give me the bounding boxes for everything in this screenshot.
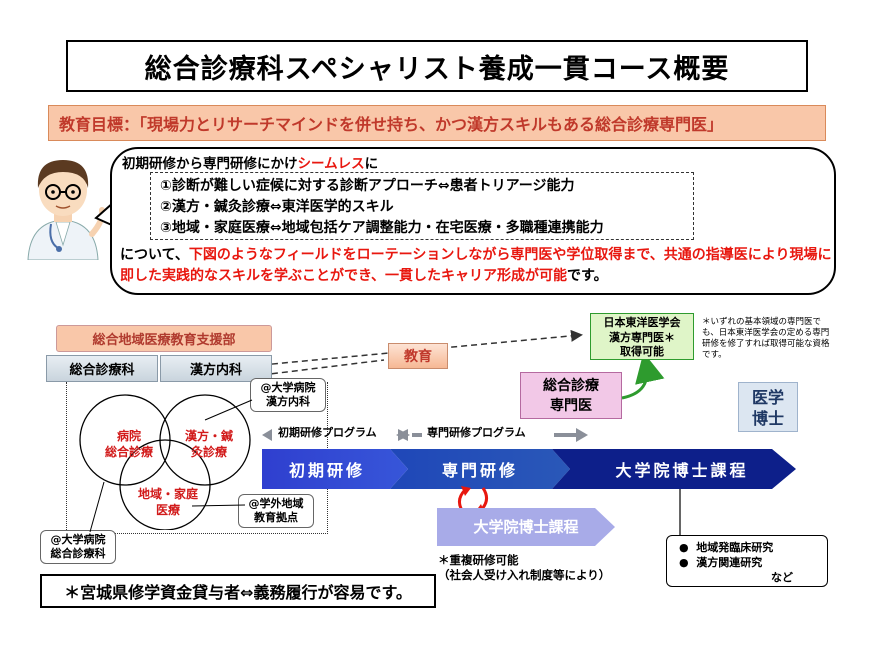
intro-suffix: に <box>364 156 379 172</box>
bubble-intro: 初期研修から専門研修にかけシームレスに <box>122 152 378 172</box>
dept-kampo-medicine: 漢方内科 <box>160 355 272 382</box>
flow-initial: 初期研修 <box>288 461 365 480</box>
circle-line: 総合診療 <box>104 445 153 459</box>
callout-line: @大学病院 <box>260 381 316 394</box>
flow-graduate: 大学院博士課程 <box>615 461 749 480</box>
kampo-footnote: ＊いずれの基本領域の専門医でも、日本東洋医学会の定める専門研修を修了すれば取得可… <box>702 317 830 360</box>
circle-line: 灸診療 <box>190 445 227 459</box>
bubble-paragraph: について、下図のようなフィールドをローテーションしながら専門医や学位取得まで、共… <box>120 245 832 287</box>
callout-line: 教育拠点 <box>254 511 298 524</box>
circle-line: 漢方・鍼 <box>184 429 233 443</box>
callout-outside-base: @学外地域 教育拠点 <box>238 494 314 528</box>
training-fields-venn <box>79 394 251 530</box>
rotation-line: ＊重複研修可能 <box>438 553 519 567</box>
callout-univ-gp: @大学病院 総合診療科 <box>40 530 116 564</box>
career-flow-bar <box>262 449 796 489</box>
bubble-tail <box>94 201 115 227</box>
para-highlight: 下図のようなフィールドをローテーションしながら専門医や学位取得まで、共通の指導医… <box>120 247 832 284</box>
kampo-line: 漢方専門医＊ <box>609 330 675 344</box>
community-education-support-dept: 総合地域医療教育支援部 <box>56 325 272 352</box>
para-start: について、 <box>120 247 189 263</box>
speech-bubble <box>110 147 836 295</box>
callout-univ-kampo: @大学病院 漢方内科 <box>250 378 326 412</box>
circle-line: 地域・家庭 <box>137 487 198 501</box>
rotation-line: （社会人受け入れ制度等により） <box>438 568 611 582</box>
phd-box: 医学 博士 <box>738 382 798 432</box>
phase-specialty-label: 専門研修プログラム <box>427 426 526 439</box>
research-item: ● 漢方関連研究 <box>679 556 763 569</box>
gp-line: 専門医 <box>550 398 592 414</box>
skills-box <box>150 172 694 240</box>
scholarship-loan-note: ＊宮城県修学資金貸与者⇔義務履行が容易です。 <box>40 574 436 608</box>
circle-line: 医療 <box>155 503 180 517</box>
intro-prefix: 初期研修から専門研修にかけ <box>122 156 298 172</box>
phase-initial-label: 初期研修プログラム <box>278 426 377 439</box>
grad-school-arrow <box>437 508 615 546</box>
research-etc: など <box>771 571 793 584</box>
kampo-line: 日本東洋医学会 <box>603 316 681 329</box>
kampo-specialist-box: 日本東洋医学会 漢方専門医＊ 取得可能 <box>590 313 694 360</box>
callout-line: 総合診療科 <box>50 547 106 560</box>
circle-line: 病院 <box>116 429 141 443</box>
flow-specialty: 専門研修 <box>441 461 518 480</box>
education-goal-banner: 教育目標：「現場力とリサーチマインドを併せ持ち、かつ漢方スキルもある総合診療専門… <box>48 105 826 141</box>
skill-item: ③地域・家庭医療⇔地域包括ケア調整能力・在宅医療・多職種連携能力 <box>160 220 604 236</box>
callout-line: @学外地域 <box>248 497 304 510</box>
page-title: 総合診療科スペシャリスト養成一貫コース概要 <box>66 40 808 92</box>
research-item: ● 地域発臨床研究 <box>679 541 774 554</box>
field-hospital: 病院 総合診療 <box>98 428 160 460</box>
skill-item: ①診断が難しい症候に対する診断アプローチ⇔患者トリアージ能力 <box>160 178 575 194</box>
grad-school-label: 大学院博士課程 <box>473 517 579 536</box>
doctor-avatar-icon <box>27 160 106 260</box>
phase-arrows <box>262 428 588 442</box>
research-box: ● 地域発臨床研究 ● 漢方関連研究 など <box>666 535 828 587</box>
callout-line: @大学病院 <box>50 533 106 546</box>
education-label: 教育 <box>388 343 448 369</box>
phd-line: 博士 <box>751 409 784 428</box>
kampo-line: 取得可能 <box>620 345 664 358</box>
field-community: 地域・家庭 医療 <box>133 486 203 518</box>
gp-specialist-box: 総合診療 専門医 <box>520 372 622 419</box>
callout-line: 漢方内科 <box>266 395 310 408</box>
para-end: です。 <box>567 268 608 284</box>
gp-line: 総合診療 <box>543 378 599 394</box>
rotation-note: ＊重複研修可能 （社会人受け入れ制度等により） <box>438 553 610 583</box>
intro-highlight: シームレス <box>297 156 365 172</box>
dept-general-medicine: 総合診療科 <box>46 355 158 382</box>
phd-line: 医学 <box>751 388 784 407</box>
field-kampo: 漢方・鍼 灸診療 <box>178 428 240 460</box>
skill-item: ②漢方・鍼灸診療⇔東洋医学的スキル <box>160 199 394 215</box>
